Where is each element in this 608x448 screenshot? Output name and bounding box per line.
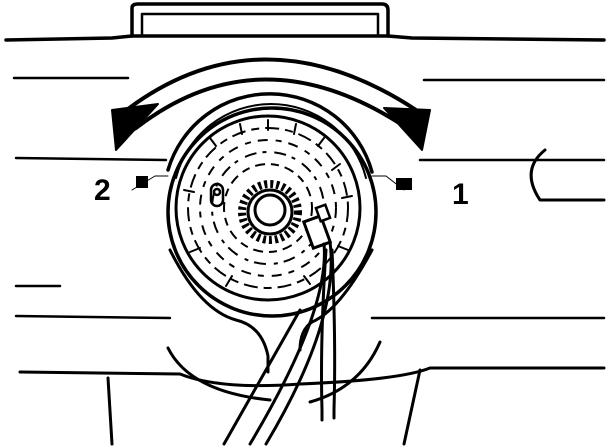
wire-harness xyxy=(222,203,337,446)
alignment-mark-1 xyxy=(396,178,412,190)
housing-top-edge xyxy=(4,34,606,42)
alignment-mark-2 xyxy=(136,176,148,188)
disc-spokes xyxy=(183,119,353,287)
callout-label-2: 2 xyxy=(94,174,111,207)
top-bracket xyxy=(130,2,390,38)
locking-pin xyxy=(209,182,225,208)
center-hub-gear xyxy=(238,180,302,244)
rotation-arrow xyxy=(111,57,431,151)
lower-housing xyxy=(18,340,606,446)
outer-housing-ring xyxy=(166,106,378,318)
side-clip-outline xyxy=(529,148,606,202)
callout-label-1: 1 xyxy=(452,178,469,211)
panel-trim-lines xyxy=(12,76,606,320)
